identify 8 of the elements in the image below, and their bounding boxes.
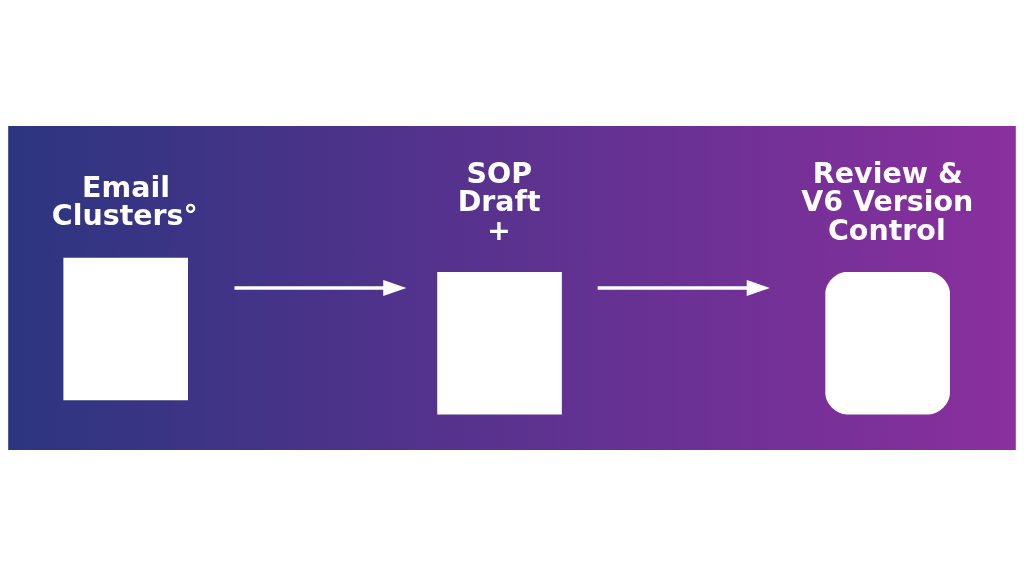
node-label: SOP Draft + (457, 156, 541, 247)
node-box (437, 272, 562, 415)
node-box (63, 257, 188, 401)
node-box (825, 272, 950, 415)
arrow (234, 279, 407, 297)
arrow (597, 279, 770, 297)
node-label: Review & V6 Version Control (801, 156, 974, 247)
node-label: Email Clusters° (51, 170, 198, 233)
